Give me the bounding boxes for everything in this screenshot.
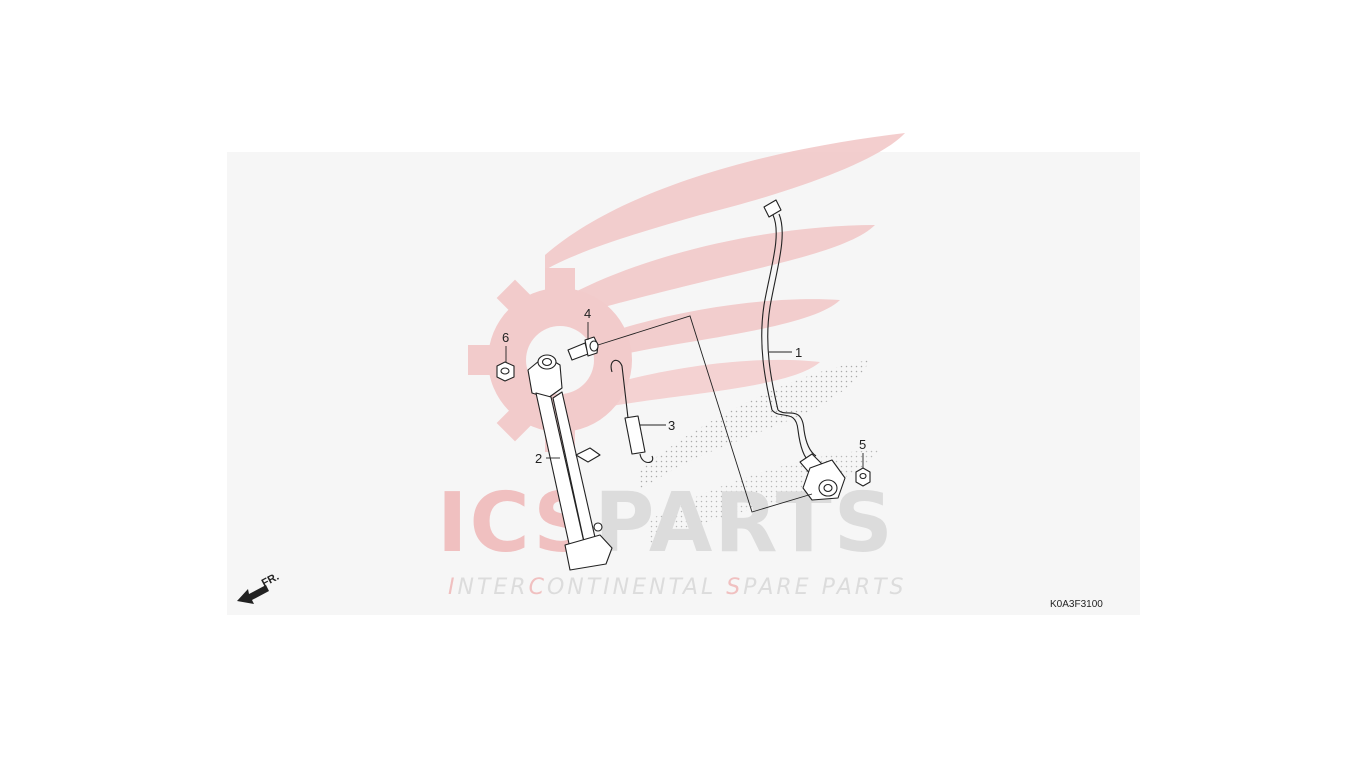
tagline-part: NTER (458, 575, 529, 600)
tagline-part: C (529, 575, 547, 600)
callout-number: 3 (668, 418, 675, 433)
diagram-code: K0A3F3100 (1050, 599, 1103, 610)
callout-1[interactable]: 1 (769, 345, 802, 360)
side-stand-switch-part[interactable] (761, 199, 846, 501)
switch-bolt-part[interactable] (855, 467, 871, 487)
direction-indicator: FR. (237, 571, 281, 604)
callout-number: 4 (584, 306, 591, 321)
tagline-part: PARE PARTS (743, 575, 906, 600)
bolt-part[interactable] (567, 336, 599, 361)
winged-gear-logo (468, 133, 905, 545)
callout-number: 2 (535, 451, 542, 466)
callout-number: 5 (859, 437, 866, 452)
side-stand-part[interactable] (527, 354, 613, 571)
callout-number: 6 (502, 330, 509, 345)
callout-5[interactable]: 5 (859, 437, 866, 468)
callout-6[interactable]: 6 (502, 330, 509, 362)
callout-number: 1 (795, 345, 802, 360)
tagline-part: ONTINENTAL (547, 575, 726, 600)
arrow-left-down-icon (237, 585, 269, 604)
tagline-part: S (726, 575, 743, 600)
callout-3[interactable]: 3 (640, 418, 675, 433)
callout-4[interactable]: 4 (584, 306, 591, 340)
callout-2[interactable]: 2 (535, 451, 560, 466)
watermark-brand-grey: PARTS (594, 476, 894, 571)
watermark-tagline: INTERCONTINENTAL SPARE PARTS (448, 575, 906, 600)
assembly-line (597, 315, 813, 513)
spring-part[interactable] (610, 359, 654, 464)
tagline-part: I (448, 575, 458, 600)
nut-part[interactable] (496, 361, 515, 382)
direction-label: FR. (260, 571, 281, 590)
